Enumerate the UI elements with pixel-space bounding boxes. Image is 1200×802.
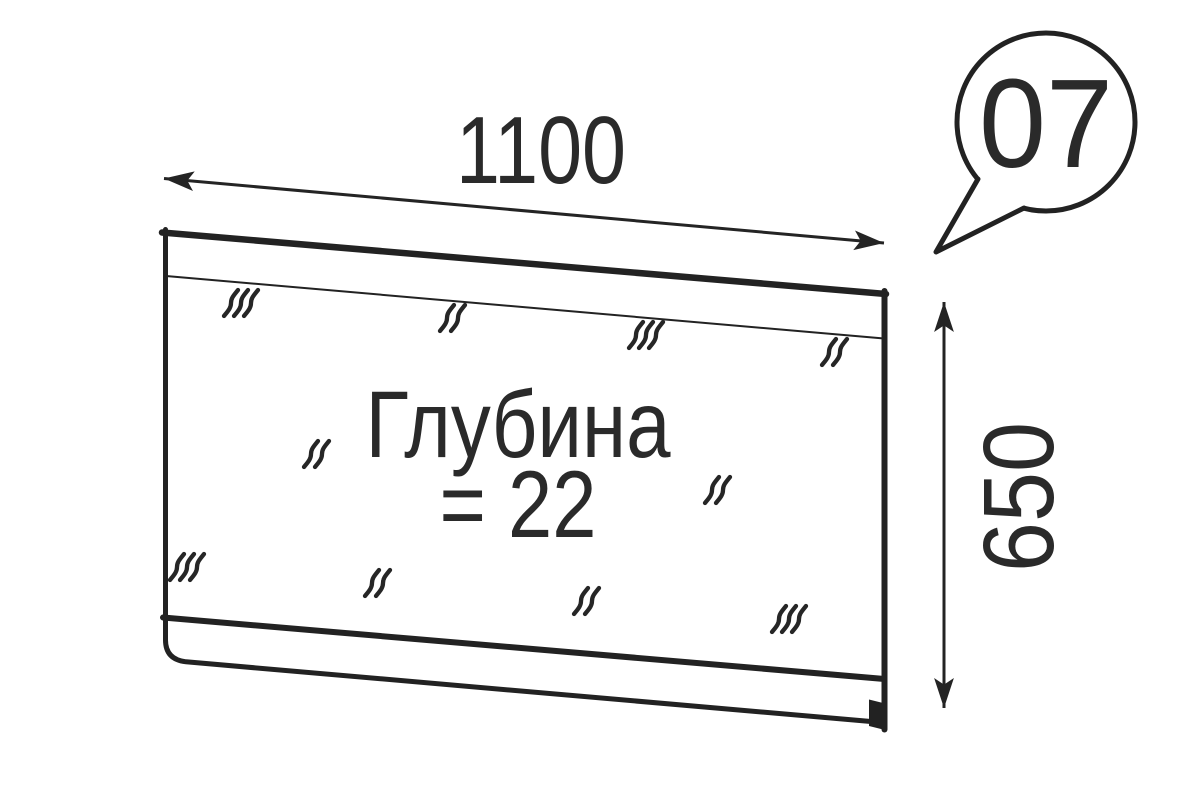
callout-circle bbox=[954, 30, 1138, 214]
width-dimension: 1100 bbox=[163, 97, 885, 251]
glass-bottom-edge bbox=[160, 614, 888, 682]
depth-annotation-line1: Глубина bbox=[366, 372, 671, 478]
panel-left-and-bottom-edge bbox=[163, 227, 874, 724]
hatch-mark bbox=[362, 567, 393, 599]
bottom-ledge-end-cap bbox=[869, 699, 885, 730]
hatch-mark bbox=[769, 603, 809, 635]
callout-tail bbox=[933, 176, 1027, 255]
hatch-mark bbox=[819, 336, 850, 368]
callout-number: 07 bbox=[979, 53, 1113, 194]
depth-annotation-line2: = 22 bbox=[440, 452, 597, 558]
glass-hatch-marks bbox=[167, 287, 850, 635]
hatch-mark bbox=[301, 438, 332, 470]
depth-annotation: Глубина = 22 bbox=[366, 372, 671, 558]
hatch-mark bbox=[437, 302, 468, 334]
height-dimension-value: 650 bbox=[963, 422, 1075, 572]
top-rail-inner-line bbox=[165, 275, 885, 340]
part-callout: 07 bbox=[933, 30, 1138, 255]
hatch-mark bbox=[626, 319, 666, 351]
hatch-mark bbox=[702, 474, 733, 506]
width-dimension-line bbox=[163, 171, 885, 251]
height-dimension: 650 bbox=[934, 302, 1075, 708]
width-dimension-value: 1100 bbox=[456, 97, 626, 204]
hatch-mark bbox=[221, 287, 261, 319]
mirror-panel bbox=[158, 227, 890, 733]
hatch-mark bbox=[167, 551, 207, 583]
hatch-mark bbox=[571, 585, 602, 617]
